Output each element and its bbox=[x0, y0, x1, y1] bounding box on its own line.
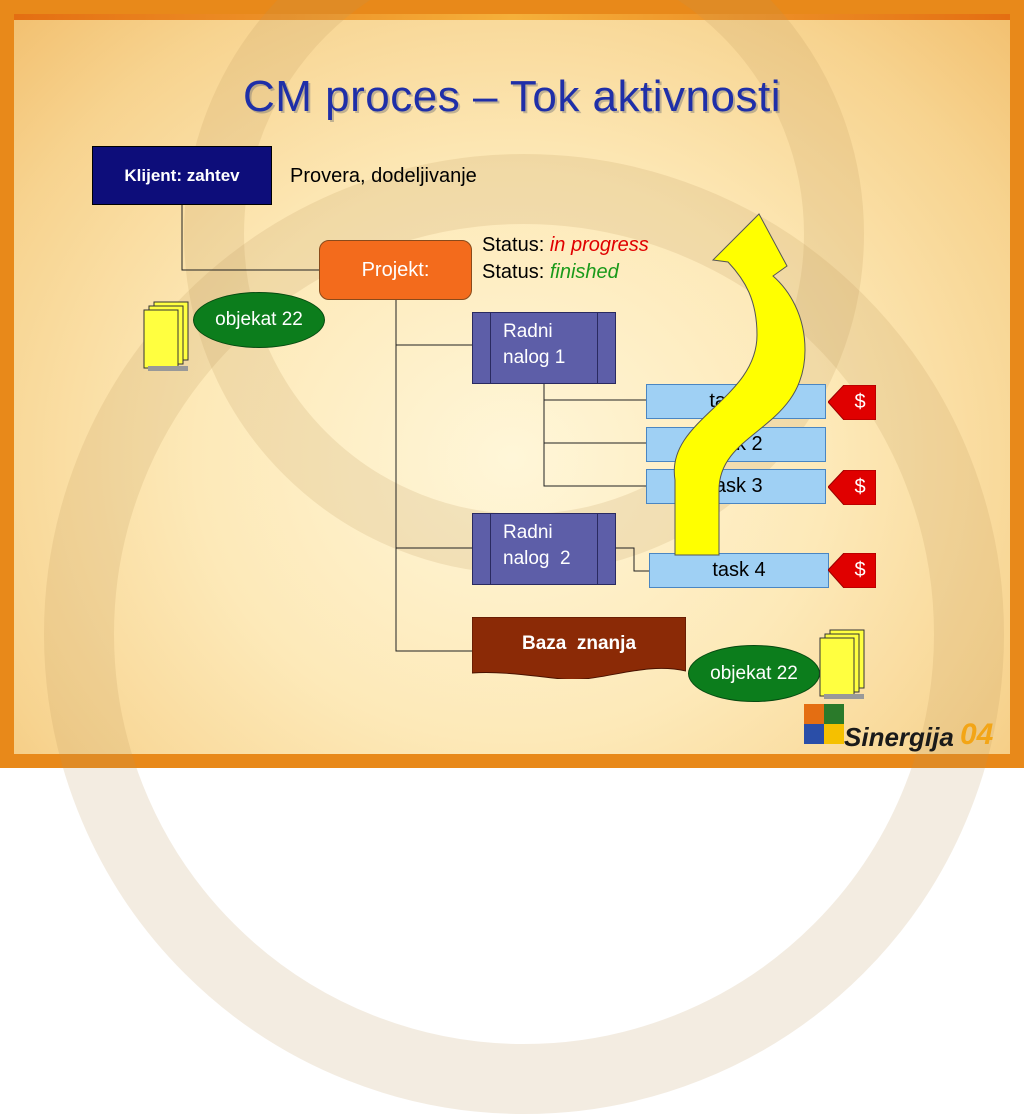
work-order-1-line2: nalog 1 bbox=[503, 347, 566, 368]
work-order-2-inner bbox=[490, 514, 598, 584]
dollar-symbol: $ bbox=[854, 476, 866, 498]
object-ellipse-left: objekat 22 bbox=[193, 292, 325, 348]
work-order-1-box: Radni nalog 1 bbox=[472, 312, 616, 384]
status-label: Status: bbox=[482, 261, 545, 283]
work-order-1-label: Radni nalog 1 bbox=[503, 319, 565, 371]
dollar-tag-task-4: $ bbox=[828, 553, 876, 588]
work-order-2-label: Radni nalog 2 bbox=[503, 520, 571, 572]
dollar-tag-task-1: $ bbox=[828, 385, 876, 420]
dollar-tag-task-3: $ bbox=[828, 470, 876, 505]
document-stack-icon bbox=[816, 628, 872, 700]
logo-icon: Sinergija 04 bbox=[800, 700, 1010, 762]
task-4-box: task 4 bbox=[649, 553, 829, 588]
check-assign-label: Provera, dodeljivanje bbox=[290, 165, 477, 187]
work-order-2-line2: nalog 2 bbox=[503, 548, 571, 569]
work-order-1-line1: Radni bbox=[503, 321, 553, 342]
status-in-progress: Status: in progress bbox=[482, 234, 649, 257]
logo-name: Sinergija bbox=[844, 722, 954, 752]
curved-arrow-icon bbox=[673, 213, 806, 556]
connector-lines bbox=[181, 205, 649, 652]
work-order-1-inner bbox=[490, 313, 598, 383]
object-ellipse-right: objekat 22 bbox=[688, 645, 820, 702]
status-in-progress-value: in progress bbox=[549, 234, 649, 256]
project-box: Projekt: bbox=[319, 240, 472, 300]
status-label: Status: bbox=[482, 234, 545, 256]
status-finished: Status: finished bbox=[482, 261, 619, 284]
status-finished-value: finished bbox=[549, 261, 619, 283]
client-request-box: Klijent: zahtev bbox=[92, 146, 272, 205]
dollar-symbol: $ bbox=[854, 391, 866, 413]
document-stack-icon bbox=[140, 300, 196, 372]
slide-title: CM proces – Tok aktivnosti bbox=[243, 72, 781, 121]
dollar-symbol: $ bbox=[854, 559, 866, 581]
knowledge-base-label: Baza znanja bbox=[521, 633, 637, 654]
logo-suffix: 04 bbox=[960, 718, 994, 751]
work-order-2-line1: Radni bbox=[503, 522, 553, 543]
knowledge-base-box: Baza znanja bbox=[472, 617, 686, 679]
work-order-2-box: Radni nalog 2 bbox=[472, 513, 616, 585]
